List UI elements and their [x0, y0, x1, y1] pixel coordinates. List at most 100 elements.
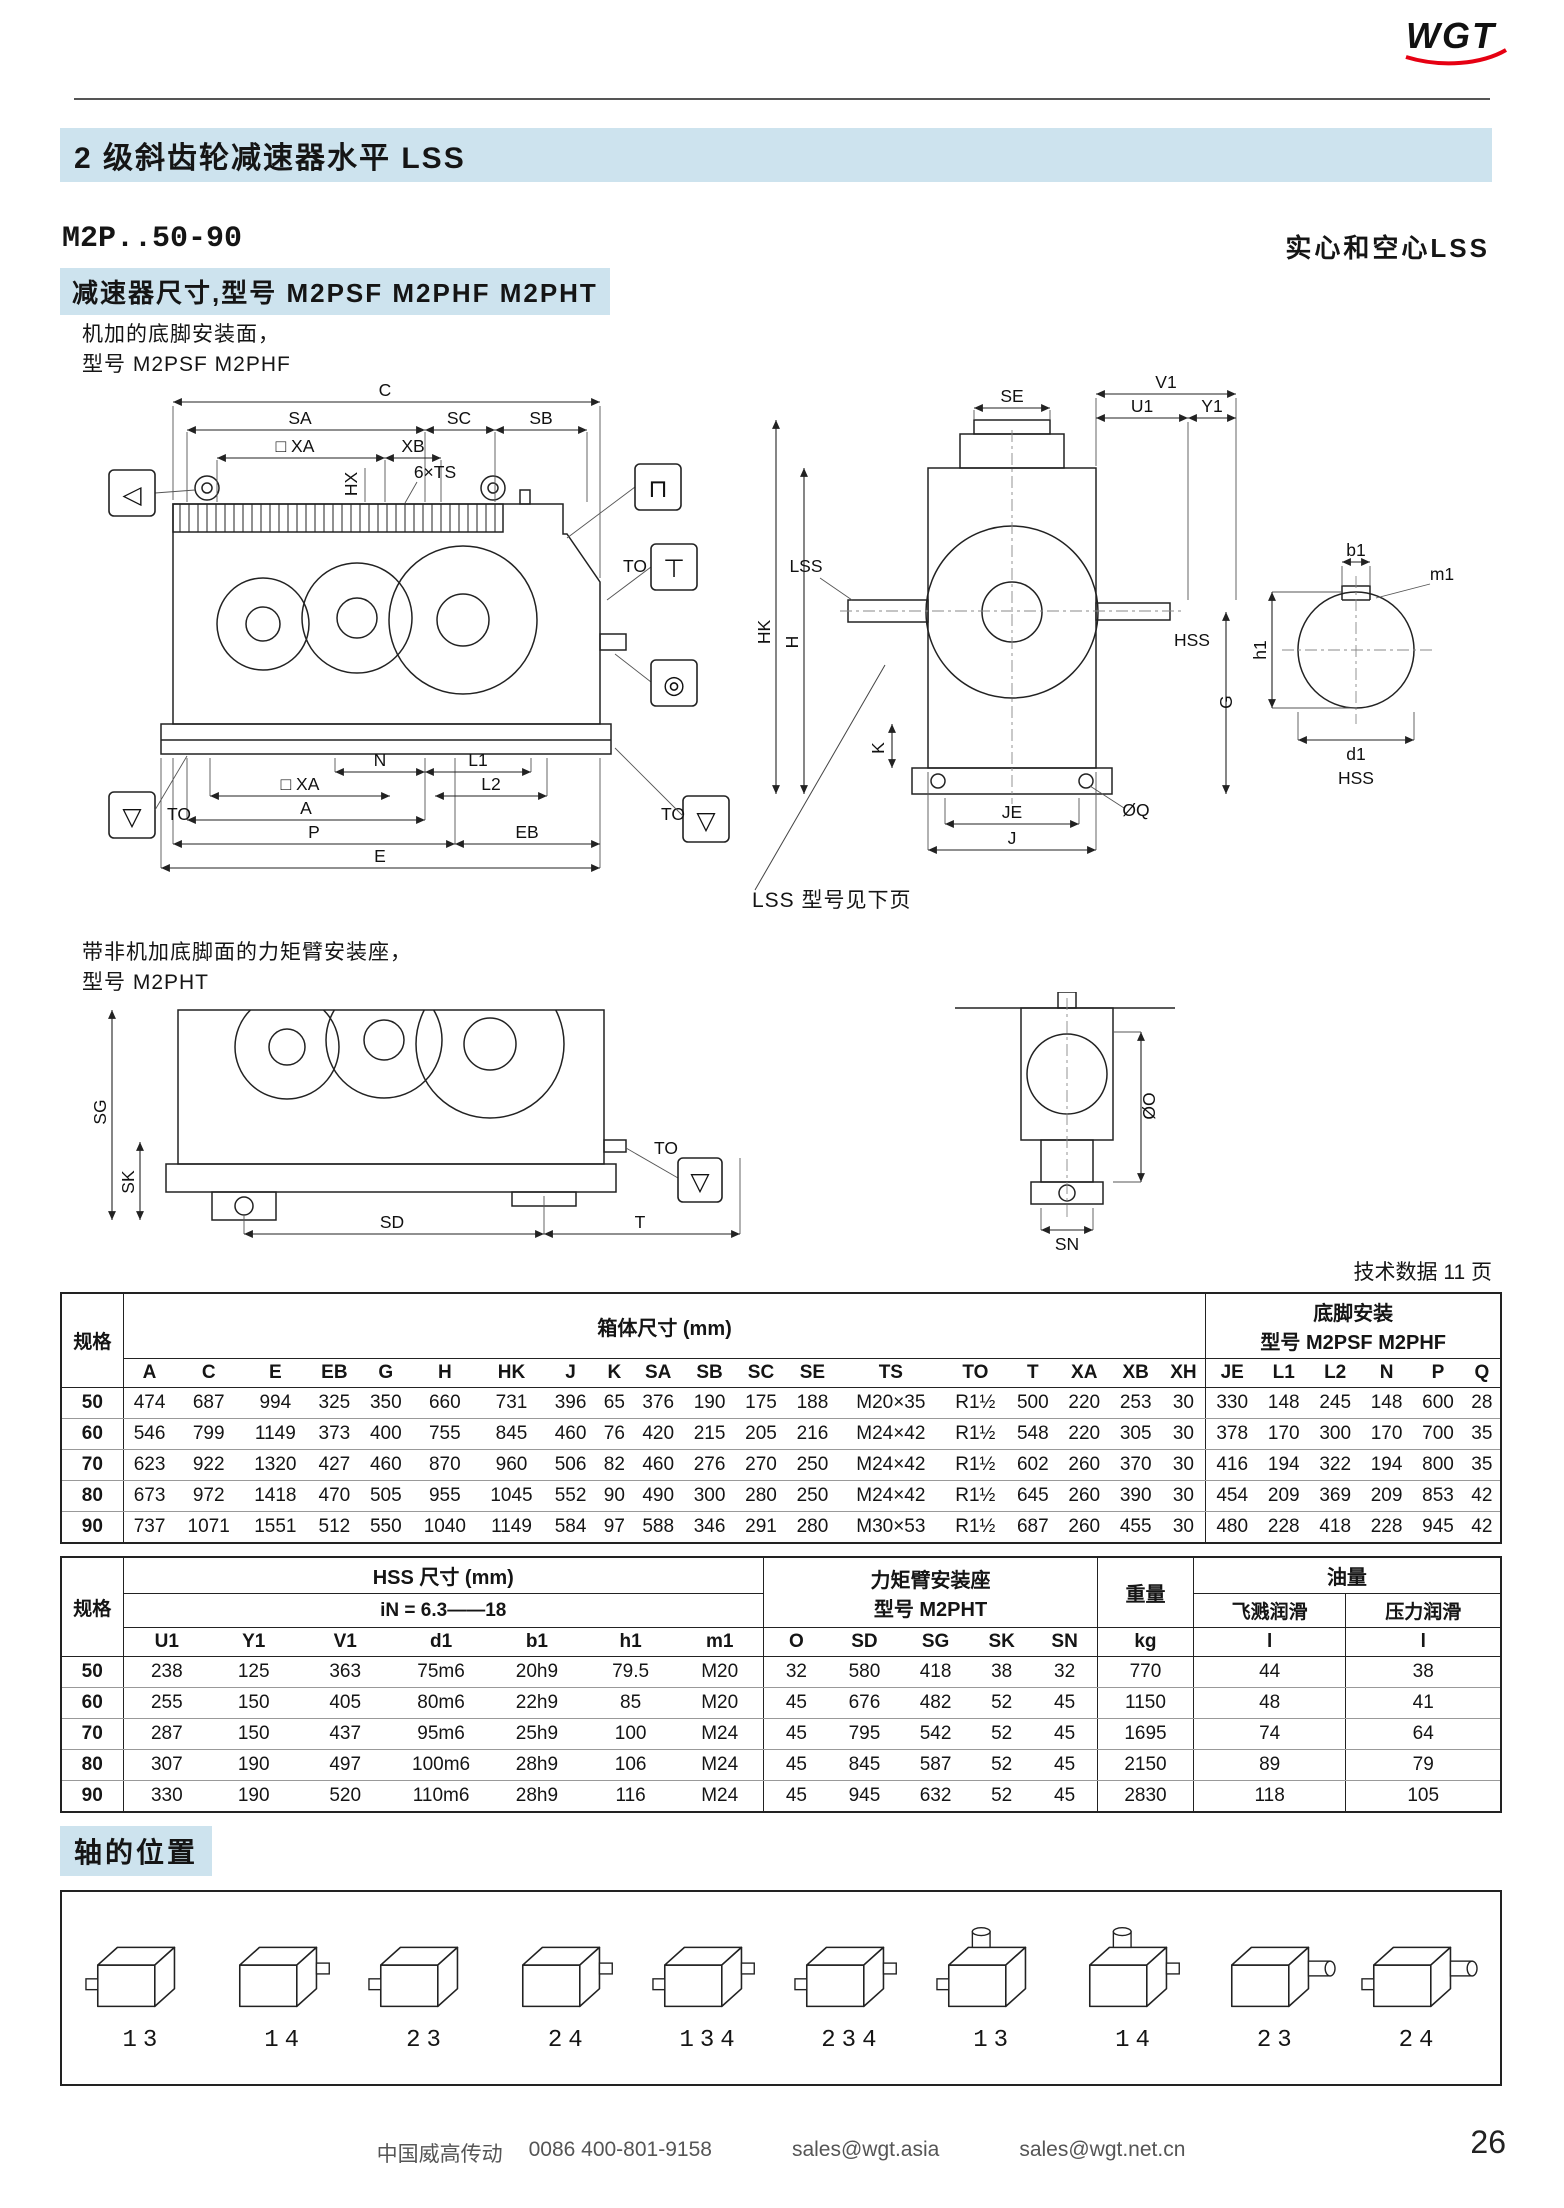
housing-end-outline [847, 419, 1171, 795]
cell: 1320 [242, 1449, 309, 1481]
dim-label-h1: h1 [1250, 640, 1270, 659]
dim-label-n: N [374, 750, 387, 770]
dim-label-p: P [308, 822, 320, 842]
cell: 325 [308, 1387, 361, 1419]
cell: 28h9 [515, 1785, 559, 1806]
cell: 250 [786, 1449, 839, 1481]
cell: 602 [1007, 1449, 1059, 1481]
column-header: SA [632, 1358, 684, 1388]
spec-header: 规格 [62, 1558, 124, 1657]
shaft-type-note: 实心和空心LSS [1285, 233, 1490, 263]
cell: R1½ [955, 1516, 996, 1537]
cell: 106 [584, 1749, 677, 1781]
cell: 190 [683, 1387, 736, 1419]
cell: 2830 [1097, 1780, 1194, 1811]
axle-position-item: 134 [651, 1923, 769, 2054]
cell: 30 [1161, 1418, 1206, 1450]
column-header: d1 [393, 1627, 489, 1657]
table2-columns-row: U1 Y1 V1 d1 b1 h1 m1 O SD SG SK SN kg l … [62, 1627, 1500, 1657]
logo-text: WGT [1406, 15, 1497, 56]
end-view-drawing: V1 U1 Y1 SE HK H LSS HSS G K JE J ØQ [754, 372, 1237, 854]
size-cell: 60 [62, 1687, 124, 1719]
cell: 437 [297, 1718, 394, 1750]
cell: 28h9 [489, 1749, 585, 1781]
cell: 632 [919, 1785, 952, 1806]
lss-leader-line [754, 664, 886, 891]
cell: 845 [478, 1418, 545, 1450]
size-cell: 50 [62, 1656, 124, 1688]
table-row: 90 737 1071 1551 512 550 1040 1149 584 9… [62, 1511, 1500, 1542]
cell: 623 [123, 1449, 176, 1481]
cell: 228 [1370, 1516, 1403, 1537]
size-cell: 70 [62, 1718, 124, 1750]
cell: 795 [828, 1718, 901, 1750]
cell: 45 [762, 1749, 829, 1781]
column-header: O [762, 1627, 829, 1657]
cell: 687 [1016, 1516, 1049, 1537]
size-cell: 90 [62, 1511, 124, 1542]
cell: 520 [329, 1785, 362, 1806]
axle-position-diagram [652, 1946, 756, 2007]
torque-end-dimension-lines [1040, 1031, 1145, 1234]
axle-position-label: 134 [679, 2026, 741, 2054]
cell: 74 [1192, 1718, 1346, 1750]
table2-group-header-row: 规格 HSS 尺寸 (mm) 力矩臂安装座 型号 M2PHT 重量 油量 [62, 1558, 1500, 1657]
cell: R1½ [943, 1449, 1008, 1481]
end-view-labels: V1 U1 Y1 SE HK H LSS HSS G K JE J ØQ [754, 372, 1236, 848]
axle-position-item: 14 [1076, 1923, 1194, 2054]
cell: 291 [745, 1516, 777, 1537]
cell: 238 [123, 1656, 211, 1688]
cell: 994 [242, 1387, 309, 1419]
dim-label-q: ØQ [1122, 800, 1149, 820]
cell: 1695 [1097, 1718, 1194, 1750]
cell: 194 [1360, 1449, 1413, 1481]
cell: 369 [1309, 1480, 1361, 1512]
oil-splash-header: 飞溅润滑 [1192, 1593, 1346, 1628]
cell: 588 [642, 1516, 675, 1537]
torque-side-labels: TO SG SK SD T [92, 1099, 678, 1232]
cell: 673 [123, 1480, 176, 1512]
axle-position-label: 24 [547, 2026, 589, 2054]
axle-position-item: 234 [793, 1923, 911, 2054]
cell: 260 [1068, 1516, 1101, 1537]
oil-unit-splash: l [1192, 1627, 1346, 1657]
axle-position-label: 13 [973, 2026, 1015, 2054]
axle-position-label: 23 [406, 2026, 447, 2054]
dim-label-m1: m1 [1430, 564, 1454, 584]
cell: R1½ [943, 1480, 1008, 1512]
cell: 253 [1109, 1387, 1162, 1419]
housing-dimensions-table: 规格 箱体尺寸 (mm) 底脚安装 型号 M2PSF M2PHF A C E E… [60, 1292, 1502, 1544]
cell: 148 [1258, 1387, 1310, 1419]
column-header: N [1360, 1358, 1413, 1388]
column-header: SN [1032, 1627, 1098, 1657]
cell: 118 [1192, 1780, 1346, 1811]
cell: 52 [971, 1687, 1033, 1719]
cell: 676 [828, 1687, 901, 1719]
cell: 52 [971, 1718, 1033, 1750]
column-header: Y1 [210, 1627, 298, 1657]
cell: 737 [133, 1516, 166, 1537]
cell: 330 [1205, 1387, 1259, 1419]
dim-label-sn: SN [1055, 1234, 1079, 1254]
axle-position-label: 23 [1256, 2026, 1298, 2054]
column-header: C [175, 1358, 243, 1388]
dim-label-sc: SC [447, 408, 471, 428]
column-header: U1 [123, 1627, 211, 1657]
axle-position-item: 13 [935, 1923, 1053, 2054]
cell: 30 [1161, 1449, 1206, 1481]
cell: 2150 [1097, 1749, 1194, 1781]
column-header: SE [786, 1358, 839, 1388]
side-view-dimension-lines [160, 398, 601, 872]
size-cell: 60 [62, 1418, 124, 1450]
dim-label-t: T [635, 1212, 646, 1232]
cell: 870 [411, 1449, 479, 1481]
cell: 287 [123, 1718, 211, 1750]
footer: 中国威高传动 0086 400-801-9158 sales@wgt.asia … [60, 2138, 1502, 2168]
axle-position-diagram [1231, 1946, 1336, 2007]
cell: R1½ [943, 1387, 1008, 1419]
cell: 350 [360, 1387, 412, 1419]
torque-arm-end-view: ØO SN [955, 992, 1175, 1254]
cell: 584 [554, 1516, 587, 1537]
cell: 45 [1054, 1785, 1076, 1806]
cell: 48 [1192, 1687, 1346, 1719]
